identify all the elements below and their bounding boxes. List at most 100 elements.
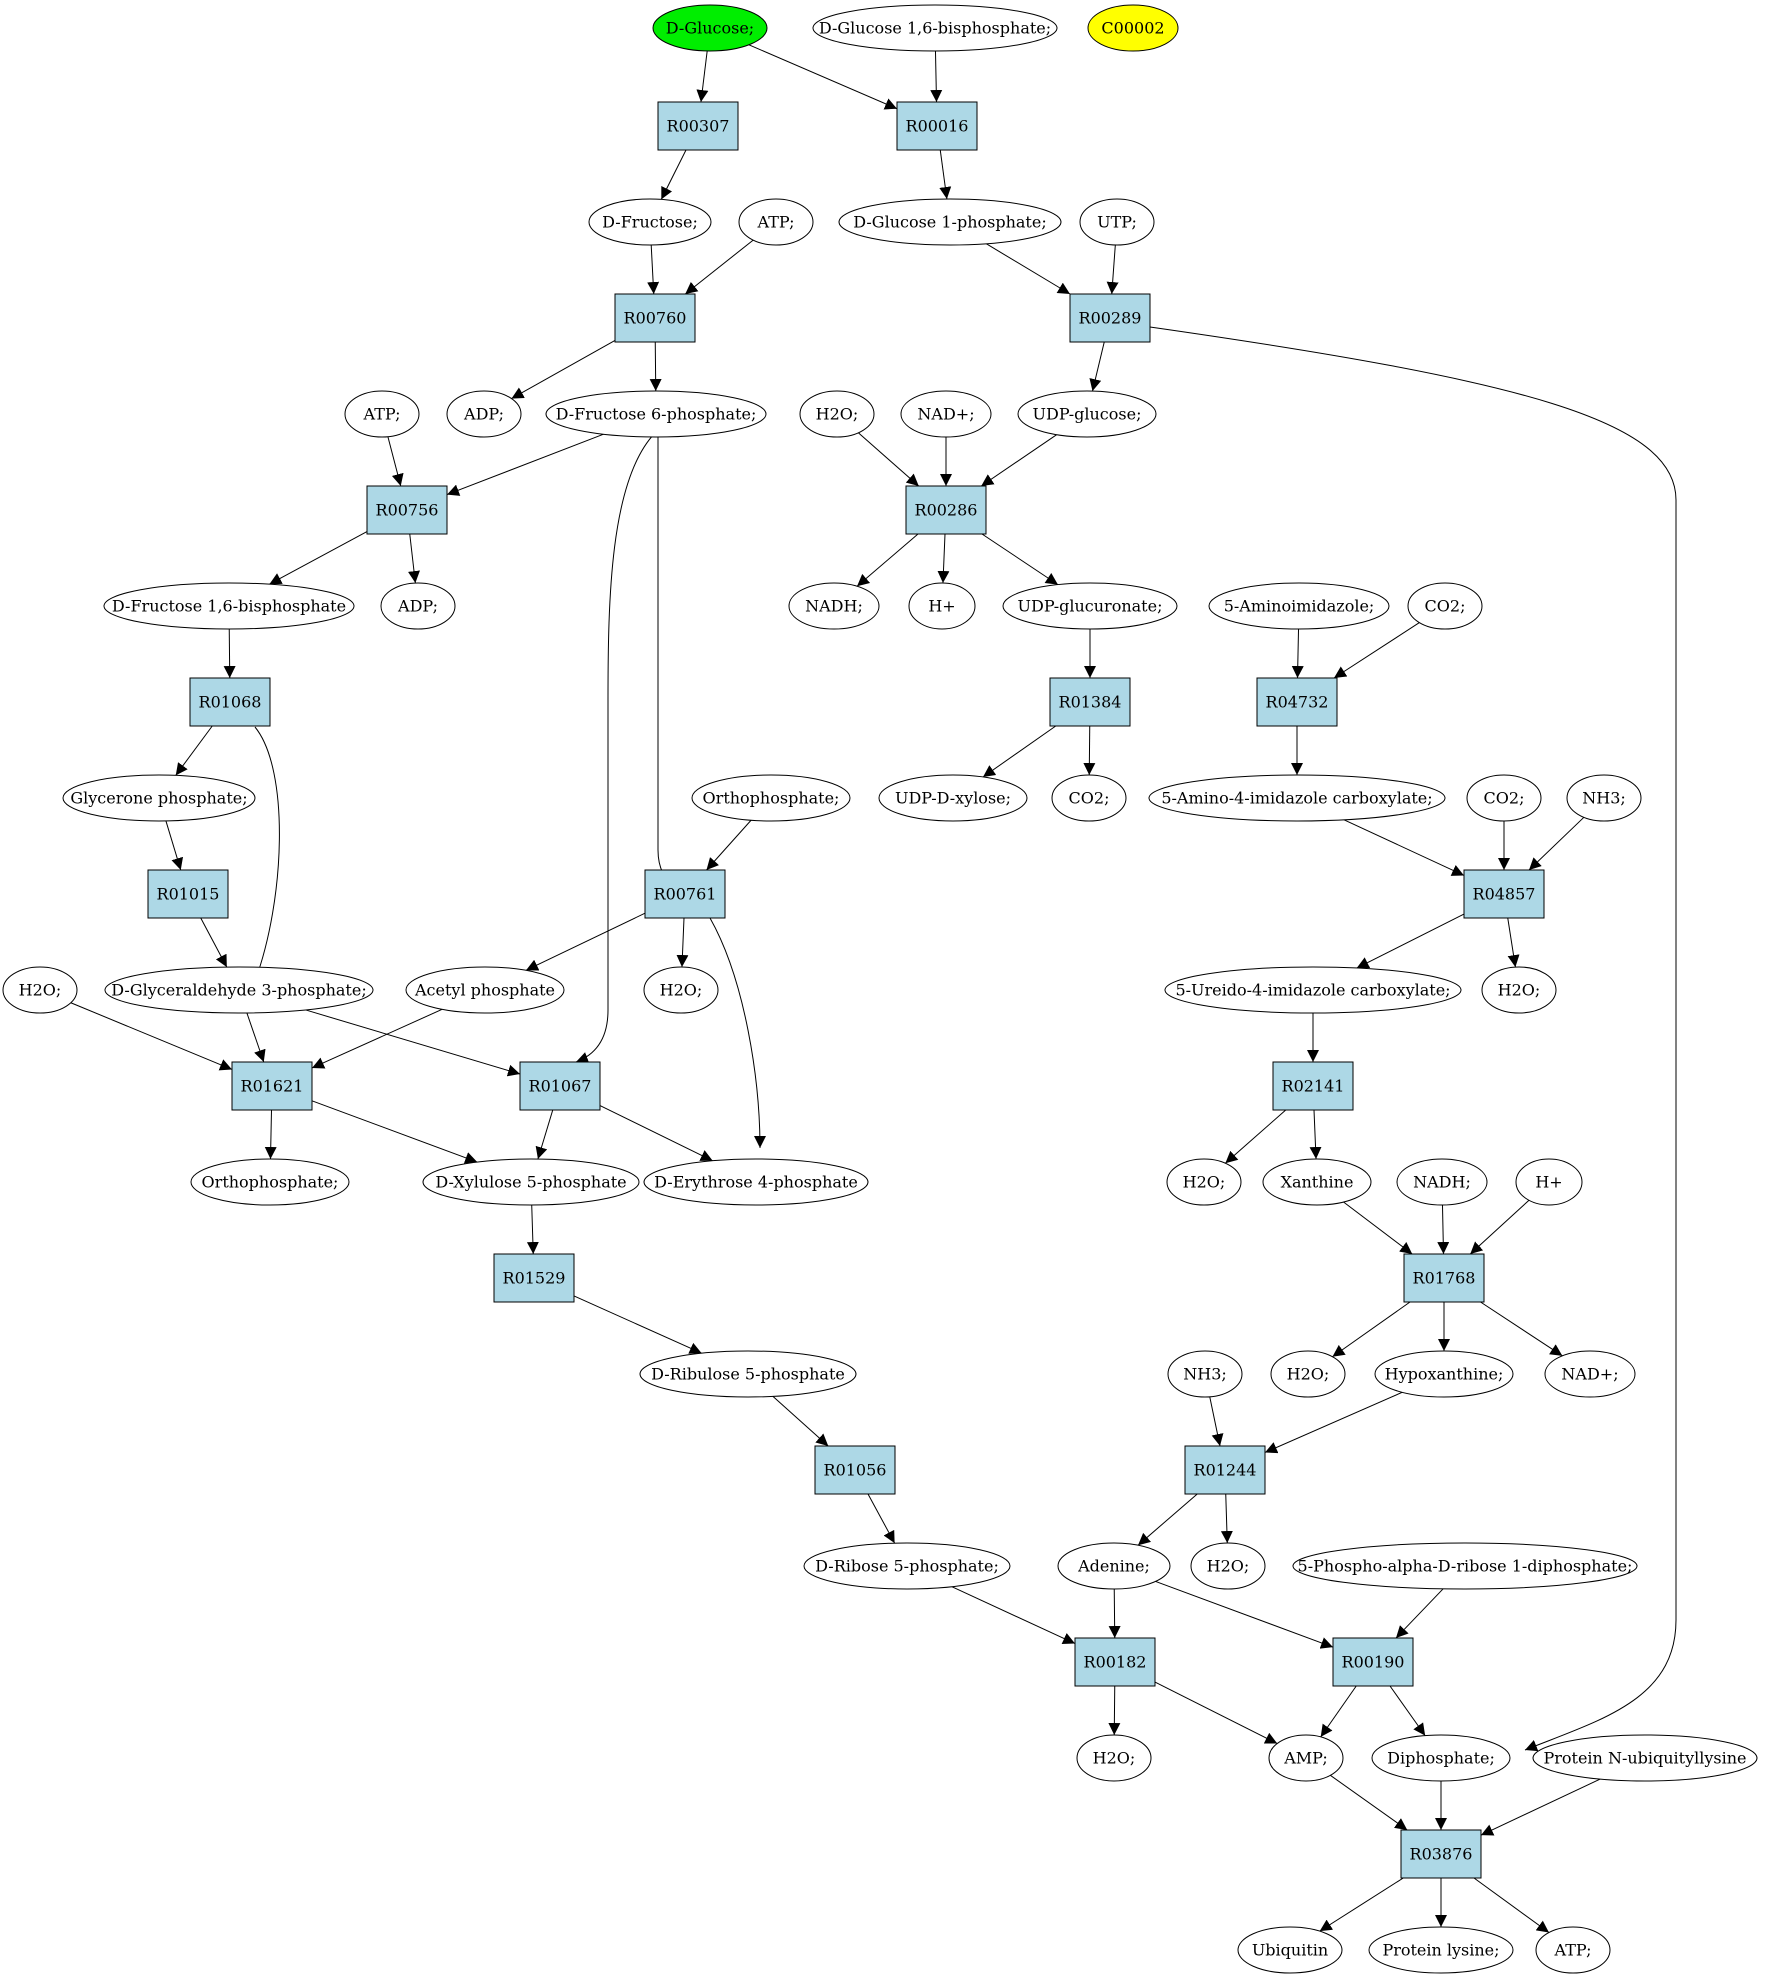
reaction-node-r04732[interactable]: R04732: [1256, 677, 1338, 727]
reaction-node-r02141[interactable]: R02141: [1272, 1061, 1354, 1111]
compound-node-h2o7[interactable]: H2O;: [1190, 1542, 1266, 1590]
compound-node-xanthine[interactable]: Xanthine: [1262, 1158, 1372, 1206]
compound-node-hypox[interactable]: Hypoxanthine;: [1374, 1350, 1514, 1398]
node-label: UTP;: [1097, 213, 1137, 232]
compound-node-r5p[interactable]: D-Ribose 5-phosphate;: [803, 1542, 1011, 1590]
compound-node-h2o3[interactable]: H2O;: [643, 966, 719, 1014]
reaction-node-r00761[interactable]: R00761: [644, 869, 726, 919]
compound-node-ortho2[interactable]: Orthophosphate;: [190, 1158, 350, 1206]
node-label: UDP-D-xylose;: [895, 789, 1011, 808]
compound-node-glyp[interactable]: Glycerone phosphate;: [62, 774, 256, 822]
compound-ellipse: [1262, 1158, 1372, 1206]
reaction-node-r01068[interactable]: R01068: [189, 677, 271, 727]
compound-node-aicarb[interactable]: 5-Amino-4-imidazole carboxylate;: [1148, 774, 1446, 822]
compound-node-hplus2[interactable]: H+: [1515, 1158, 1583, 1206]
compound-node-g3p[interactable]: D-Glyceraldehyde 3-phosphate;: [104, 966, 374, 1014]
compound-node-e4p[interactable]: D-Erythrose 4-phosphate: [643, 1158, 869, 1206]
compound-node-co2b[interactable]: CO2;: [1051, 774, 1127, 822]
reaction-node-r01384[interactable]: R01384: [1049, 677, 1131, 727]
compound-node-prpp[interactable]: 5-Phospho-alpha-D-ribose 1-diphosphate;: [1292, 1542, 1638, 1590]
edge-r00286-to-hplus1: [937, 533, 950, 584]
reaction-node-r04857[interactable]: R04857: [1463, 869, 1545, 919]
compound-node-ru5p[interactable]: D-Ribulose 5-phosphate: [639, 1350, 857, 1398]
reaction-node-r01244[interactable]: R01244: [1184, 1445, 1266, 1495]
reaction-node-r00016[interactable]: R00016: [896, 101, 978, 151]
edge-co2a-to-r04732: [1333, 622, 1420, 679]
reaction-node-r00760[interactable]: R00760: [614, 293, 696, 343]
edge-hypox-to-r01244: [1264, 1391, 1403, 1454]
compound-node-fructose[interactable]: D-Fructose;: [588, 198, 712, 246]
node-label: D-Ribulose 5-phosphate: [651, 1365, 845, 1384]
reaction-node-r00182[interactable]: R00182: [1074, 1637, 1156, 1687]
node-label: NAD+;: [917, 405, 974, 424]
edge-f6p-to-r00756: [446, 433, 604, 496]
reaction-node-r01768[interactable]: R01768: [1403, 1253, 1485, 1303]
compound-node-ppi[interactable]: Diphosphate;: [1371, 1734, 1511, 1782]
compound-node-nh3b[interactable]: NH3;: [1167, 1350, 1243, 1398]
compound-node-h2o1[interactable]: H2O;: [799, 390, 875, 438]
compound-node-amp[interactable]: AMP;: [1268, 1734, 1344, 1782]
compound-node-c00002[interactable]: C00002: [1087, 4, 1179, 52]
node-label: NAD+;: [1561, 1365, 1618, 1384]
compound-ellipse: [878, 774, 1028, 822]
compound-node-udpglc[interactable]: UDP-glucose;: [1017, 390, 1157, 438]
compound-node-h2o5[interactable]: H2O;: [1166, 1158, 1242, 1206]
reaction-node-r01056[interactable]: R01056: [814, 1445, 896, 1495]
edge-r02141-to-h2o5: [1225, 1109, 1287, 1164]
compound-node-adenine[interactable]: Adenine;: [1057, 1542, 1171, 1590]
compound-node-ubiquitin[interactable]: Ubiquitin: [1237, 1926, 1343, 1974]
compound-node-atp2[interactable]: ATP;: [344, 390, 420, 438]
reaction-node-r01529[interactable]: R01529: [493, 1253, 575, 1303]
compound-node-f16bp[interactable]: D-Fructose 1,6-bisphosphate: [103, 582, 355, 630]
edge-amp-to-r03876: [1330, 1774, 1408, 1831]
reaction-node-r00756[interactable]: R00756: [366, 485, 448, 535]
compound-node-nad2[interactable]: NAD+;: [1544, 1350, 1636, 1398]
compound-node-h2o4[interactable]: H2O;: [1481, 966, 1557, 1014]
compound-node-co2c[interactable]: CO2;: [1466, 774, 1542, 822]
compound-node-nadh2[interactable]: NADH;: [1396, 1158, 1488, 1206]
edge-g3p-to-r01067: [305, 1009, 521, 1077]
compound-node-co2a[interactable]: CO2;: [1407, 582, 1483, 630]
compound-node-udpxyl[interactable]: UDP-D-xylose;: [878, 774, 1028, 822]
compound-node-adp2[interactable]: ADP;: [380, 582, 456, 630]
node-label: R01384: [1059, 693, 1122, 712]
compound-node-atp1[interactable]: ATP;: [738, 198, 814, 246]
compound-node-hplus1[interactable]: H+: [908, 582, 976, 630]
compound-node-uicarb[interactable]: 5-Ureido-4-imidazole carboxylate;: [1164, 966, 1462, 1014]
reaction-node-r01015[interactable]: R01015: [147, 869, 229, 919]
compound-node-h2o2[interactable]: H2O;: [2, 966, 78, 1014]
compound-node-atp3[interactable]: ATP;: [1535, 1926, 1611, 1974]
node-label: H2O;: [1498, 981, 1541, 1000]
compound-ellipse: [1268, 1734, 1344, 1782]
compound-node-h2o6[interactable]: H2O;: [1270, 1350, 1346, 1398]
compound-node-g16bp[interactable]: D-Glucose 1,6-bisphosphate;: [812, 4, 1058, 52]
compound-node-adp1[interactable]: ADP;: [446, 390, 522, 438]
edge-glucose-to-r00016: [748, 44, 898, 110]
reaction-node-r00190[interactable]: R00190: [1332, 1637, 1414, 1687]
reaction-node-r01621[interactable]: R01621: [231, 1061, 313, 1111]
compound-node-ortho1[interactable]: Orthophosphate;: [691, 774, 851, 822]
reaction-node-r00307[interactable]: R00307: [657, 101, 739, 151]
compound-node-f6p[interactable]: D-Fructose 6-phosphate;: [545, 390, 767, 438]
reaction-node-r03876[interactable]: R03876: [1400, 1829, 1482, 1879]
compound-node-h2o8[interactable]: H2O;: [1076, 1734, 1152, 1782]
reaction-node-r00286[interactable]: R00286: [905, 485, 987, 535]
reaction-box: [493, 1253, 575, 1303]
compound-node-nh3a[interactable]: NH3;: [1566, 774, 1642, 822]
compound-node-utp[interactable]: UTP;: [1079, 198, 1155, 246]
compound-node-x5p[interactable]: D-Xylulose 5-phosphate: [422, 1158, 640, 1206]
compound-node-pnub[interactable]: Protein N-ubiquityllysine: [1532, 1734, 1758, 1782]
compound-node-acp[interactable]: Acetyl phosphate: [405, 966, 565, 1014]
compound-node-udpglca[interactable]: UDP-glucuronate;: [1002, 582, 1178, 630]
compound-node-nadh1[interactable]: NADH;: [788, 582, 880, 630]
node-label: R01067: [529, 1077, 592, 1096]
compound-ellipse: [104, 966, 374, 1014]
compound-node-plys[interactable]: Protein lysine;: [1368, 1926, 1514, 1974]
reaction-node-r01067[interactable]: R01067: [519, 1061, 601, 1111]
compound-node-g1p[interactable]: D-Glucose 1-phosphate;: [838, 198, 1062, 246]
compound-node-5aimid[interactable]: 5-Aminoimidazole;: [1208, 582, 1390, 630]
node-label: R04857: [1473, 885, 1536, 904]
compound-node-glucose[interactable]: D-Glucose;: [652, 4, 768, 52]
reaction-node-r00289[interactable]: R00289: [1069, 293, 1151, 343]
compound-node-nad1[interactable]: NAD+;: [900, 390, 992, 438]
